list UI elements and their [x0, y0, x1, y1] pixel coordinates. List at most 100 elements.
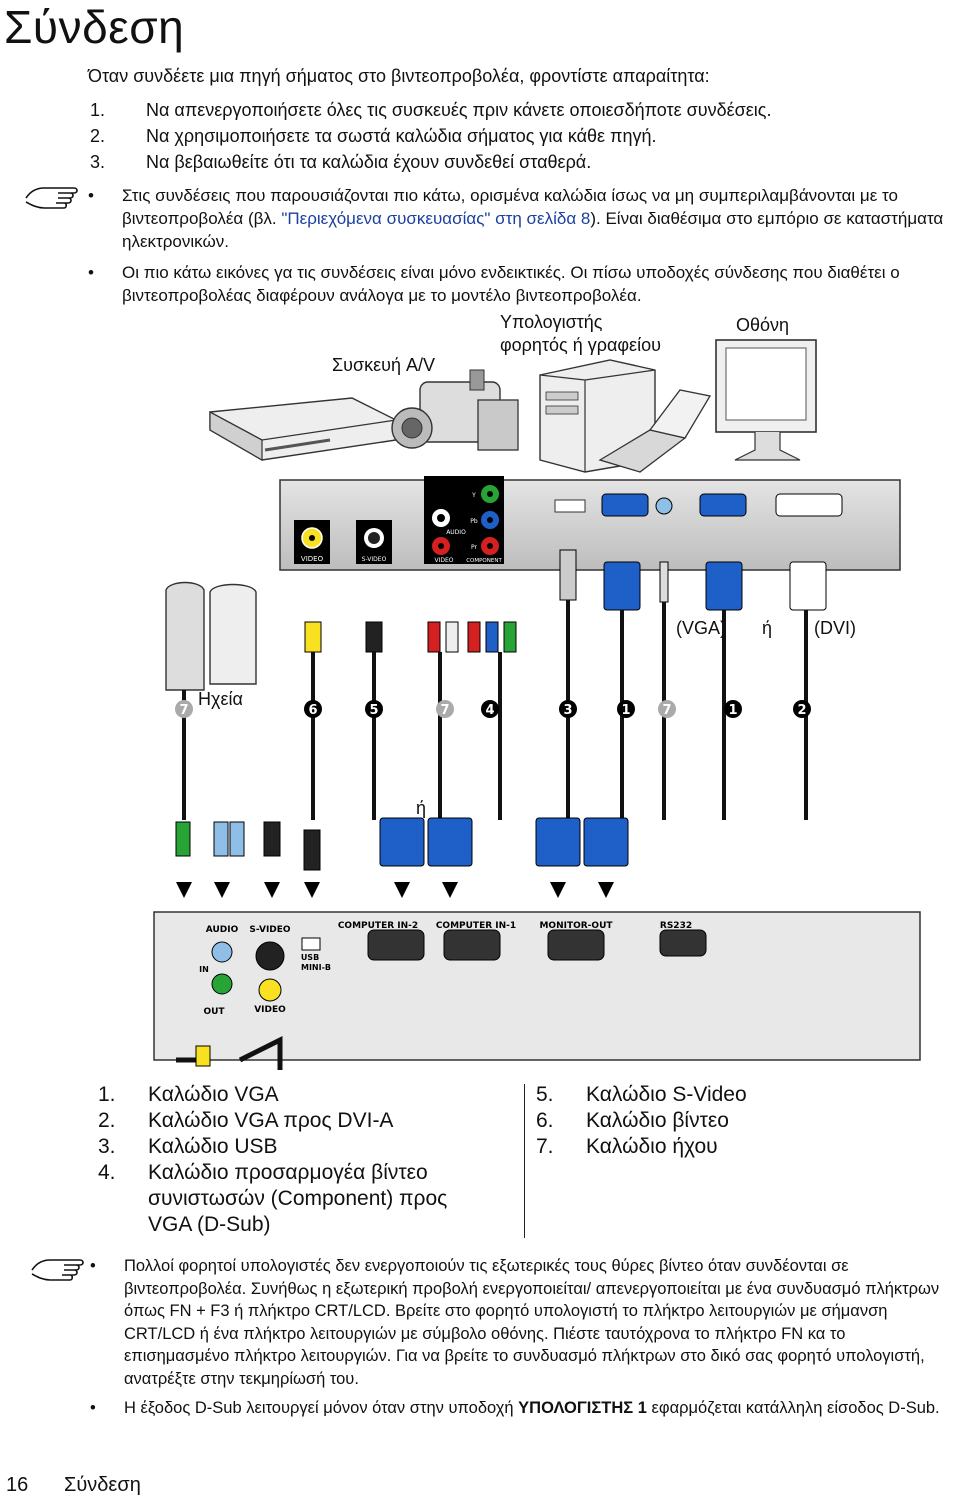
note-hand-icon [31, 1259, 84, 1281]
connection-diagram: VIDEO S-VIDEO Y Pb Pr AUDIO VIDEO COMPON… [153, 339, 921, 1070]
or-label: ή [762, 618, 773, 638]
speakers-label: Ηχεία [198, 689, 243, 709]
note-text: ). Είναι διαθέσιμα στο εμπόριο σε καταστ… [122, 209, 944, 251]
legend-number: 7. [536, 1135, 554, 1158]
bullet: • [90, 1257, 96, 1275]
step-number: 1. [90, 100, 106, 120]
legend-item: 6. Καλώδιο βίντεο [536, 1108, 916, 1134]
legend-text: Καλώδιο VGA [148, 1083, 279, 1106]
output-connector [195, 1045, 211, 1067]
legend-item: VGA (D-Sub) [98, 1212, 518, 1238]
note-text: Πολλοί φορητοί υπολογιστές δεν ενεργοποι… [124, 1257, 940, 1388]
dvi-label: (DVI) [814, 618, 856, 638]
step-number: 3. [90, 152, 106, 172]
page-reference-link[interactable]: "Περιεχόμενα συσκευασίας" στη σελίδα 8 [281, 209, 591, 228]
note-block: • Στις συνδέσεις που παρουσιάζονται πιο … [88, 184, 948, 253]
computer-ports [554, 493, 843, 517]
camcorder-icon [391, 369, 519, 451]
legend-text: Καλώδιο S-Video [586, 1083, 747, 1106]
port-label: COMPUTER IN-1 [436, 921, 516, 931]
legend-number: 2. [98, 1109, 116, 1132]
legend-text: Καλώδιο προσαρμογέα βίντεο [148, 1161, 428, 1184]
cable-legend-left: 1. Καλώδιο VGA 2. Καλώδιο VGA προς DVI-A 3… [98, 1082, 518, 1238]
cable-number: 4 [485, 703, 494, 718]
legend-text: Καλώδιο VGA προς DVI-A [148, 1109, 394, 1132]
av-video-port: VIDEO [294, 520, 330, 564]
port-label: MONITOR-OUT [539, 921, 613, 931]
computer-label-sub: φορητός ή γραφείου [500, 335, 661, 355]
legend-item: 7. Καλώδιο ήχου [536, 1134, 916, 1160]
monitor-icon [715, 339, 817, 461]
note-text: εφαρμόζεται κατάλληλη είσοδος D-Sub. [646, 1399, 940, 1417]
legend-number: 1. [98, 1083, 116, 1106]
legend-number: 5. [536, 1083, 554, 1106]
cable-number: 6 [308, 703, 317, 718]
legend-text: Καλώδιο USB [148, 1135, 278, 1158]
legend-number: 4. [98, 1161, 116, 1184]
port-label: IN [199, 965, 209, 974]
port-label: S-VIDEO [362, 556, 387, 563]
port-label: S-VIDEO [249, 925, 290, 935]
cable-number: 2 [797, 703, 806, 718]
bullet: • [88, 263, 94, 282]
av-player-icon [209, 397, 397, 462]
step-text: Να βεβαιωθείτε ότι τα καλώδια έχουν συνδ… [146, 152, 592, 172]
port-label: Pb [470, 518, 478, 525]
intro-text: Όταν συνδέετε μια πηγή σήματος στο βιντε… [88, 66, 710, 86]
step-text: Να χρησιμοποιήσετε τα σωστά καλώδια σήμα… [146, 126, 657, 146]
legend-item: συνιστωσών (Component) προς [98, 1186, 518, 1212]
port-label: VIDEO [254, 1005, 286, 1015]
note-block: • Οι πιο κάτω εικόνες γα τις συνδέσεις ε… [88, 261, 948, 307]
page-number: 16 [6, 1474, 29, 1496]
note-emphasis: ΥΠΟΛΟΓΙΣΤΗΣ 1 [518, 1399, 647, 1417]
port-label: COMPONENT [466, 558, 502, 564]
legend-item: 1. Καλώδιο VGA [98, 1082, 518, 1108]
port-label: Pr [471, 544, 478, 551]
legend-number: 6. [536, 1109, 554, 1132]
port-label: Y [471, 492, 476, 499]
cable-number: 3 [563, 703, 572, 718]
vga-label: (VGA) [676, 618, 727, 638]
av-svideo-port: S-VIDEO [356, 520, 392, 564]
port-label: AUDIO [446, 529, 466, 536]
or-label: ή [416, 798, 427, 818]
av-audio-component-ports: Y Pb Pr AUDIO VIDEO COMPONENT [424, 476, 504, 564]
cable-legend-right: 5. Καλώδιο S-Video 6. Καλώδιο βίντεο 7. Καλ… [536, 1082, 916, 1160]
projector-panel: AUDIO S-VIDEO USB MINI-B IN OUT VIDEO CO… [153, 911, 921, 1061]
legend-text: VGA (D-Sub) [148, 1213, 271, 1236]
legend-divider [524, 1084, 525, 1238]
port-label: USB [301, 953, 319, 962]
legend-text: Καλώδιο ήχου [586, 1135, 718, 1158]
monitor-label: Οθόνη [736, 315, 790, 335]
cable-number-badges: 7 6 5 7 4 3 1 7 1 2 [175, 700, 811, 718]
upper-connectors [304, 549, 827, 653]
step-number: 2. [90, 126, 106, 146]
legend-text: συνιστωσών (Component) προς [148, 1187, 448, 1210]
port-label: VIDEO [301, 555, 324, 563]
legend-item: 4. Καλώδιο προσαρμογέα βίντεο [98, 1160, 518, 1186]
legend-number: 3. [98, 1135, 116, 1158]
step-text: Να απενεργοποιήσετε όλες τις συσκευές πρ… [146, 100, 772, 120]
speakers-icon [165, 581, 257, 691]
cable-number: 7 [179, 703, 188, 718]
note-text: Στις συνδέσεις που παρουσιάζονται πιο κά… [122, 186, 898, 228]
port-label: MINI-B [301, 963, 331, 972]
cable-number: 7 [662, 703, 671, 718]
legend-item: 5. Καλώδιο S-Video [536, 1082, 916, 1108]
note-text: Οι πιο κάτω εικόνες γα τις συνδέσεις είν… [122, 263, 900, 305]
port-label: RS232 [660, 921, 692, 931]
note-hand-icon [25, 187, 78, 209]
laptop-icon [598, 389, 712, 473]
lower-connectors [175, 817, 629, 871]
legend-text: Καλώδιο βίντεο [586, 1109, 729, 1132]
footer-section-title: Σύνδεση [64, 1474, 141, 1496]
legend-item: 2. Καλώδιο VGA προς DVI-A [98, 1108, 518, 1134]
bullet: • [88, 186, 94, 205]
port-label: COMPUTER IN-2 [338, 921, 418, 931]
note-block: • Πολλοί φορητοί υπολογιστές δεν ενεργοπ… [90, 1255, 952, 1391]
insert-arrows [176, 882, 614, 898]
cable-number: 1 [621, 703, 630, 718]
note-text: Η έξοδος D-Sub λειτουργεί μόνον όταν στη… [124, 1399, 519, 1417]
computer-label: Υπολογιστής [500, 312, 603, 332]
av-device-label: Συσκευή A/V [332, 355, 435, 375]
